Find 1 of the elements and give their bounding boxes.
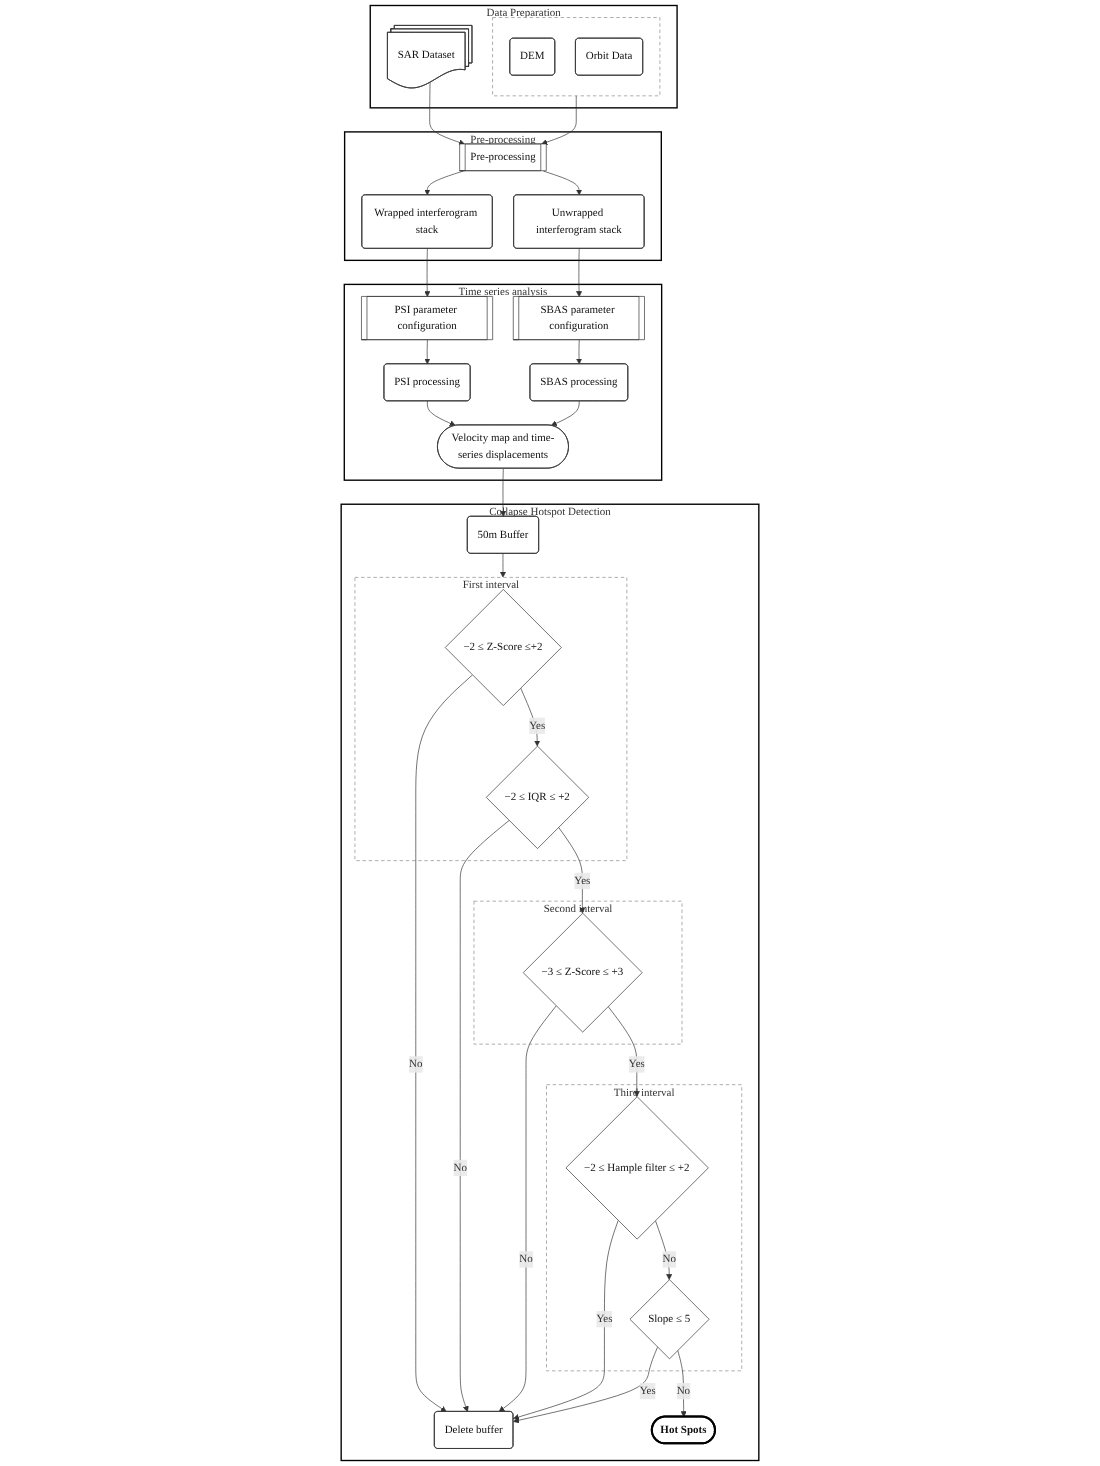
cluster [492, 17, 661, 97]
